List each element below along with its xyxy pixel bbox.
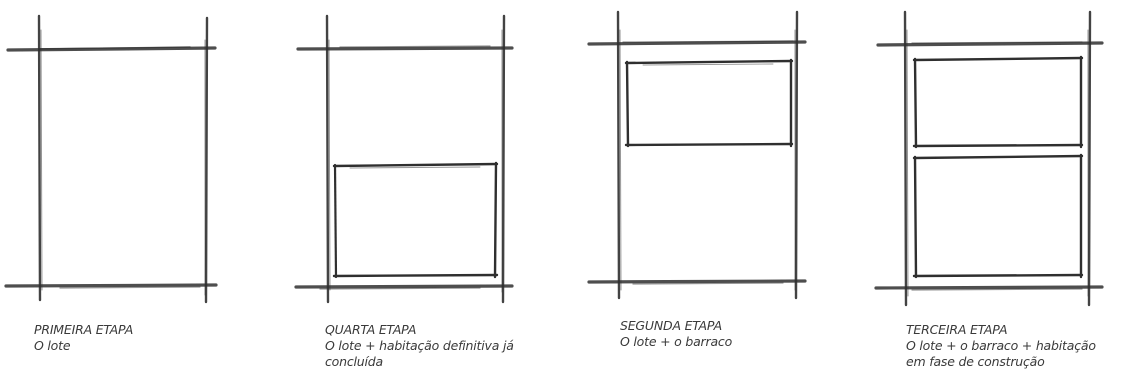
shack-rectangle-icon <box>912 55 1084 149</box>
stage-panel-quarta: QUARTA ETAPA O lote + habitação definiti… <box>290 0 550 383</box>
stage-description: O lote + o barraco + habitação em fase d… <box>906 338 1096 369</box>
lot-outline-icon <box>294 14 514 304</box>
stage-title: SEGUNDA ETAPA <box>620 318 722 333</box>
lot-outline-icon <box>874 10 1104 307</box>
stage-title: TERCEIRA ETAPA <box>906 322 1008 337</box>
shack-rectangle-icon <box>624 58 794 148</box>
stage-panel-segunda: SEGUNDA ETAPA O lote + o barraco <box>583 0 843 383</box>
stage-caption: TERCEIRA ETAPA O lote + o barraco + habi… <box>906 322 1096 370</box>
house-rectangle-icon <box>332 161 499 279</box>
lot-outline-icon <box>4 14 218 304</box>
house-rectangle-icon <box>912 153 1084 279</box>
stage-description: O lote <box>34 338 71 353</box>
stage-panel-terceira: TERCEIRA ETAPA O lote + o barraco + habi… <box>872 0 1121 383</box>
stage-panel-primeira: PRIMEIRA ETAPA O lote <box>0 0 260 383</box>
lot-outline-icon <box>587 10 807 300</box>
stage-caption: PRIMEIRA ETAPA O lote <box>34 322 133 354</box>
stage-caption: QUARTA ETAPA O lote + habitação definiti… <box>325 322 514 370</box>
stage-description: O lote + o barraco <box>620 334 733 349</box>
stage-description: O lote + habitação definitiva já concluí… <box>325 338 514 369</box>
stage-title: PRIMEIRA ETAPA <box>34 322 134 337</box>
stage-caption: SEGUNDA ETAPA O lote + o barraco <box>620 318 732 350</box>
stage-title: QUARTA ETAPA <box>325 322 417 337</box>
